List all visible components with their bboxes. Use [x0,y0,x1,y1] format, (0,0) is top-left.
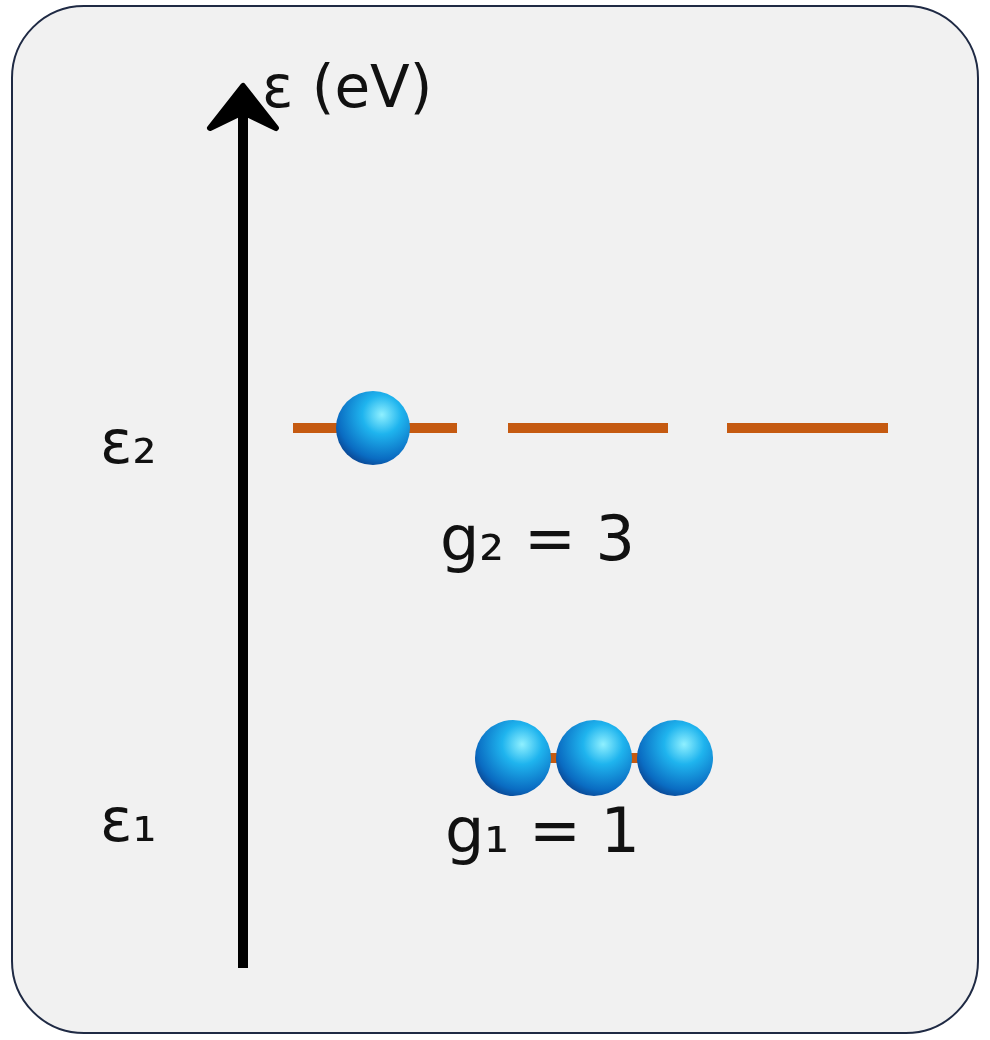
level-line [727,423,888,433]
particle [336,391,410,465]
level-line [508,423,668,433]
panel [12,6,978,1033]
level-energy: ε₁ [100,790,156,850]
energy-axis [238,100,248,968]
particle [637,720,713,796]
axis-label: ε (eV) [262,58,432,116]
particle [475,720,551,796]
degeneracy-label: g₁ = 1 [445,800,640,862]
degeneracy-label: g₂ = 3 [440,508,635,570]
level-energy: ε₂ [100,412,156,472]
particle [556,720,632,796]
